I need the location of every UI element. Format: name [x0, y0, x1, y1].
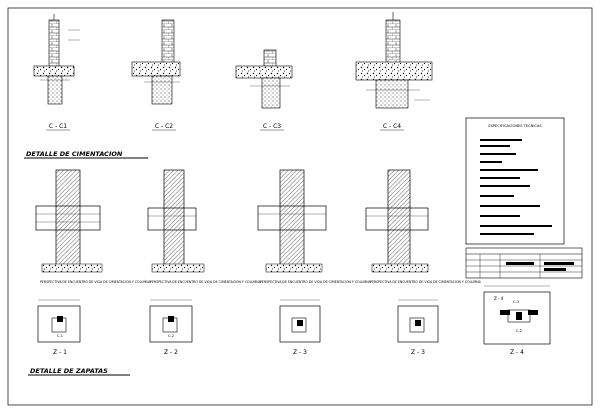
perspective-4: PERSPECTIVA DE ENCUENTRO DE VIGA DE CIME… — [365, 169, 482, 284]
column-detail-label: C - C4 — [383, 123, 401, 130]
footing-inner-label: C-2 — [168, 334, 174, 338]
footing-label: Z - 2 — [164, 349, 178, 356]
perspective-3: PERSPECTIVA DE ENCUENTRO DE VIGA DE CIME… — [257, 169, 372, 284]
footing-inner-label: C-1 — [57, 334, 63, 338]
column-detail-c1: C - C1 — [33, 14, 80, 131]
sheet-border — [7, 7, 593, 406]
schedule-table — [465, 247, 583, 279]
section-title-cimentacion: DETALLE DE CIMENTACION — [26, 150, 123, 158]
footing-corner-label: Z - 4 — [494, 296, 504, 301]
perspective-1: PERSPECTIVA DE ENCUENTRO DE VIGA DE CIME… — [35, 169, 152, 284]
section-title-zapatas: DETALLE DE ZAPATAS — [30, 367, 108, 375]
footing-z3b: Z - 3 — [397, 299, 439, 356]
specs-title: ESPECIFICACIONES TECNICAS — [488, 124, 542, 128]
footing-inner-label: C-3 — [513, 300, 519, 304]
footing-z4: Z - 4 C-3 C-2 Z - 4 — [483, 285, 551, 356]
footing-inner-label-2: C-2 — [516, 329, 522, 333]
column-detail-label: C - C1 — [49, 123, 67, 130]
perspective-caption: PERSPECTIVA DE ENCUENTRO DE VIGA DE CIME… — [370, 280, 482, 284]
footing-z1: C-1 Z - 1 — [37, 299, 81, 356]
footing-label: Z - 4 — [510, 349, 524, 356]
column-detail-c2: C - C2 — [131, 19, 181, 131]
footing-label: Z - 1 — [53, 349, 67, 356]
perspective-caption: PERSPECTIVA DE ENCUENTRO DE VIGA DE CIME… — [260, 280, 372, 284]
footing-z3: Z - 3 — [279, 299, 321, 356]
footing-label: Z - 3 — [411, 349, 425, 356]
perspective-2: PERSPECTIVA DE ENCUENTRO DE VIGA DE CIME… — [147, 169, 262, 284]
column-detail-c4: C - C4 — [355, 12, 433, 131]
column-detail-label: C - C3 — [263, 123, 281, 130]
column-detail-c3: C - C3 — [235, 49, 293, 131]
column-detail-label: C - C2 — [155, 123, 173, 130]
specs-box: ESPECIFICACIONES TECNICAS — [465, 117, 565, 245]
perspective-caption: PERSPECTIVA DE ENCUENTRO DE VIGA DE CIME… — [40, 280, 152, 284]
footing-z2: C-2 Z - 2 — [149, 299, 193, 356]
footing-label: Z - 3 — [293, 349, 307, 356]
perspective-caption: PERSPECTIVA DE ENCUENTRO DE VIGA DE CIME… — [150, 280, 262, 284]
